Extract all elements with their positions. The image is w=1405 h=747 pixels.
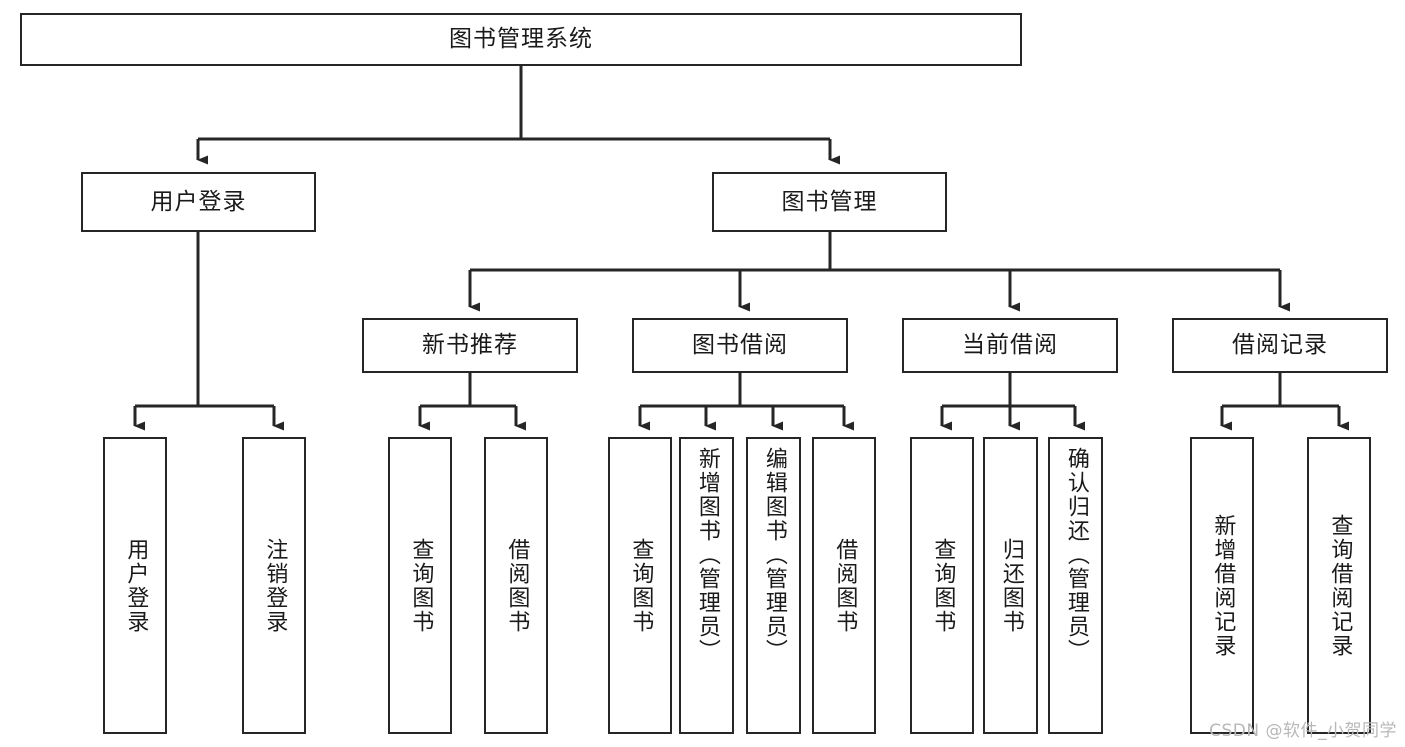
node-leaf-9[interactable]: 归还图书 — [983, 437, 1038, 734]
node-leaf-4-label: 查询图书 — [628, 537, 654, 634]
node-leaf-2-label: 查询图书 — [408, 537, 434, 634]
node-leaf-12-label: 查询借阅记录 — [1327, 513, 1353, 658]
node-leaf-12[interactable]: 查询借阅记录 — [1307, 437, 1371, 734]
node-leaf-8[interactable]: 查询图书 — [910, 437, 974, 734]
node-leaf-9-label: 归还图书 — [998, 537, 1024, 634]
node-level2-1-label: 图书借阅 — [692, 332, 788, 358]
node-leaf-8-label: 查询图书 — [930, 537, 956, 634]
node-level1-1-label: 图书管理 — [781, 188, 878, 215]
node-level2-0[interactable]: 新书推荐 — [362, 318, 578, 373]
node-level2-3[interactable]: 借阅记录 — [1172, 318, 1388, 373]
node-level2-0-label: 新书推荐 — [422, 332, 518, 358]
node-level1-1[interactable]: 图书管理 — [712, 172, 947, 232]
node-leaf-11-label: 新增借阅记录 — [1210, 513, 1236, 658]
node-level1-0-label: 用户登录 — [150, 188, 247, 215]
node-leaf-6[interactable]: 编辑图书（管理员） — [746, 437, 801, 734]
node-leaf-11[interactable]: 新增借阅记录 — [1190, 437, 1254, 734]
node-leaf-10-label: 确认归还（管理员） — [1063, 447, 1089, 663]
node-level2-3-label: 借阅记录 — [1232, 332, 1328, 358]
node-leaf-2[interactable]: 查询图书 — [388, 437, 452, 734]
watermark-label: CSDN @软件_小贺同学 — [1209, 721, 1397, 741]
node-leaf-3-label: 借阅图书 — [504, 537, 530, 634]
node-leaf-0-label: 用户登录 — [123, 537, 149, 634]
node-leaf-5-label: 新增图书（管理员） — [694, 447, 720, 663]
node-leaf-10[interactable]: 确认归还（管理员） — [1048, 437, 1103, 734]
node-leaf-5[interactable]: 新增图书（管理员） — [679, 437, 734, 734]
node-leaf-7[interactable]: 借阅图书 — [812, 437, 876, 734]
node-leaf-7-label: 借阅图书 — [832, 537, 858, 634]
node-level2-2-label: 当前借阅 — [962, 332, 1058, 358]
node-level2-1[interactable]: 图书借阅 — [632, 318, 848, 373]
node-leaf-1-label: 注销登录 — [262, 537, 288, 634]
node-leaf-1[interactable]: 注销登录 — [242, 437, 306, 734]
node-leaf-4[interactable]: 查询图书 — [608, 437, 672, 734]
node-leaf-0[interactable]: 用户登录 — [103, 437, 167, 734]
node-leaf-6-label: 编辑图书（管理员） — [761, 447, 787, 663]
node-leaf-3[interactable]: 借阅图书 — [484, 437, 548, 734]
node-root-label: 图书管理系统 — [449, 26, 593, 52]
node-level2-2[interactable]: 当前借阅 — [902, 318, 1118, 373]
node-root[interactable]: 图书管理系统 — [20, 13, 1022, 66]
node-level1-0[interactable]: 用户登录 — [81, 172, 316, 232]
